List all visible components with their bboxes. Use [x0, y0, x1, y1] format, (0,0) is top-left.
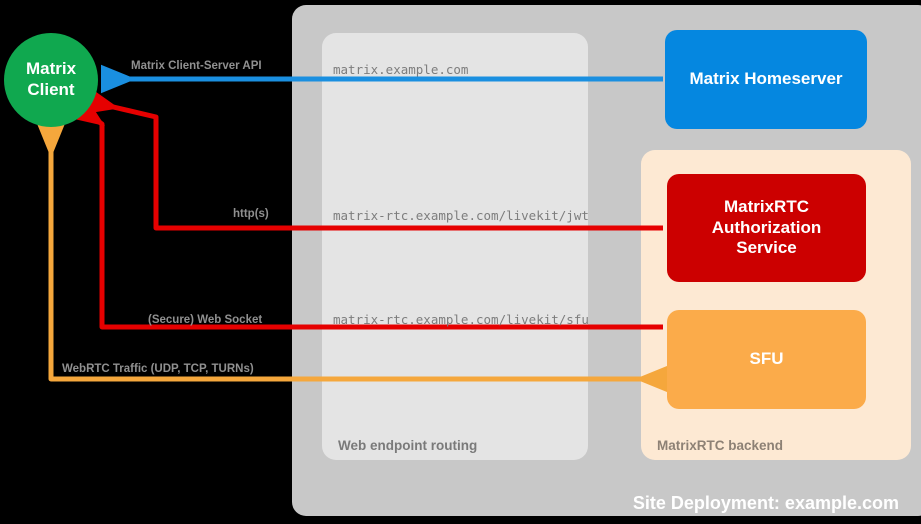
node-matrix-homeserver-label: Matrix Homeserver: [689, 69, 843, 89]
node-matrix-client-line1: Matrix: [25, 59, 77, 79]
node-auth-line1: MatrixRTC: [723, 196, 809, 216]
caption-matrixrtc-backend: MatrixRTC backend: [657, 438, 784, 453]
node-matrix-client[interactable]: Matrix Client: [4, 33, 98, 127]
edge-webrtc-arrow: [36, 122, 663, 382]
caption-site-deployment: Site Deployment: example.com: [632, 493, 899, 513]
node-auth-line3: Service: [736, 238, 797, 258]
node-sfu[interactable]: SFU: [667, 310, 866, 409]
node-matrix-homeserver[interactable]: Matrix Homeserver: [665, 30, 867, 129]
endpoint-label-livekit-sfu: matrix-rtc.example.com/livekit/sfu: [333, 312, 589, 327]
endpoint-label-livekit-jwt: matrix-rtc.example.com/livekit/jwt: [333, 208, 589, 223]
edge-label-https: http(s): [233, 208, 269, 220]
edge-label-webrtc-traffic: WebRTC Traffic (UDP, TCP, TURNs): [62, 363, 254, 375]
edge-sfu-ws-arrow: [68, 94, 663, 330]
node-auth-line2: Authorization: [711, 217, 822, 237]
caption-web-endpoint-routing: Web endpoint routing: [338, 438, 478, 453]
edge-jwt-arrow: [81, 86, 663, 231]
edge-label-cs-api: Matrix Client-Server API: [131, 60, 262, 72]
edge-label-web-socket: (Secure) Web Socket: [148, 314, 263, 326]
node-matrix-client-line2: Client: [27, 80, 75, 99]
node-matrixrtc-authorization-service[interactable]: MatrixRTC Authorization Service: [667, 174, 866, 282]
node-sfu-label: SFU: [749, 349, 784, 369]
endpoint-label-matrix: matrix.example.com: [333, 62, 469, 77]
web-endpoint-routing-panel: [322, 33, 588, 460]
